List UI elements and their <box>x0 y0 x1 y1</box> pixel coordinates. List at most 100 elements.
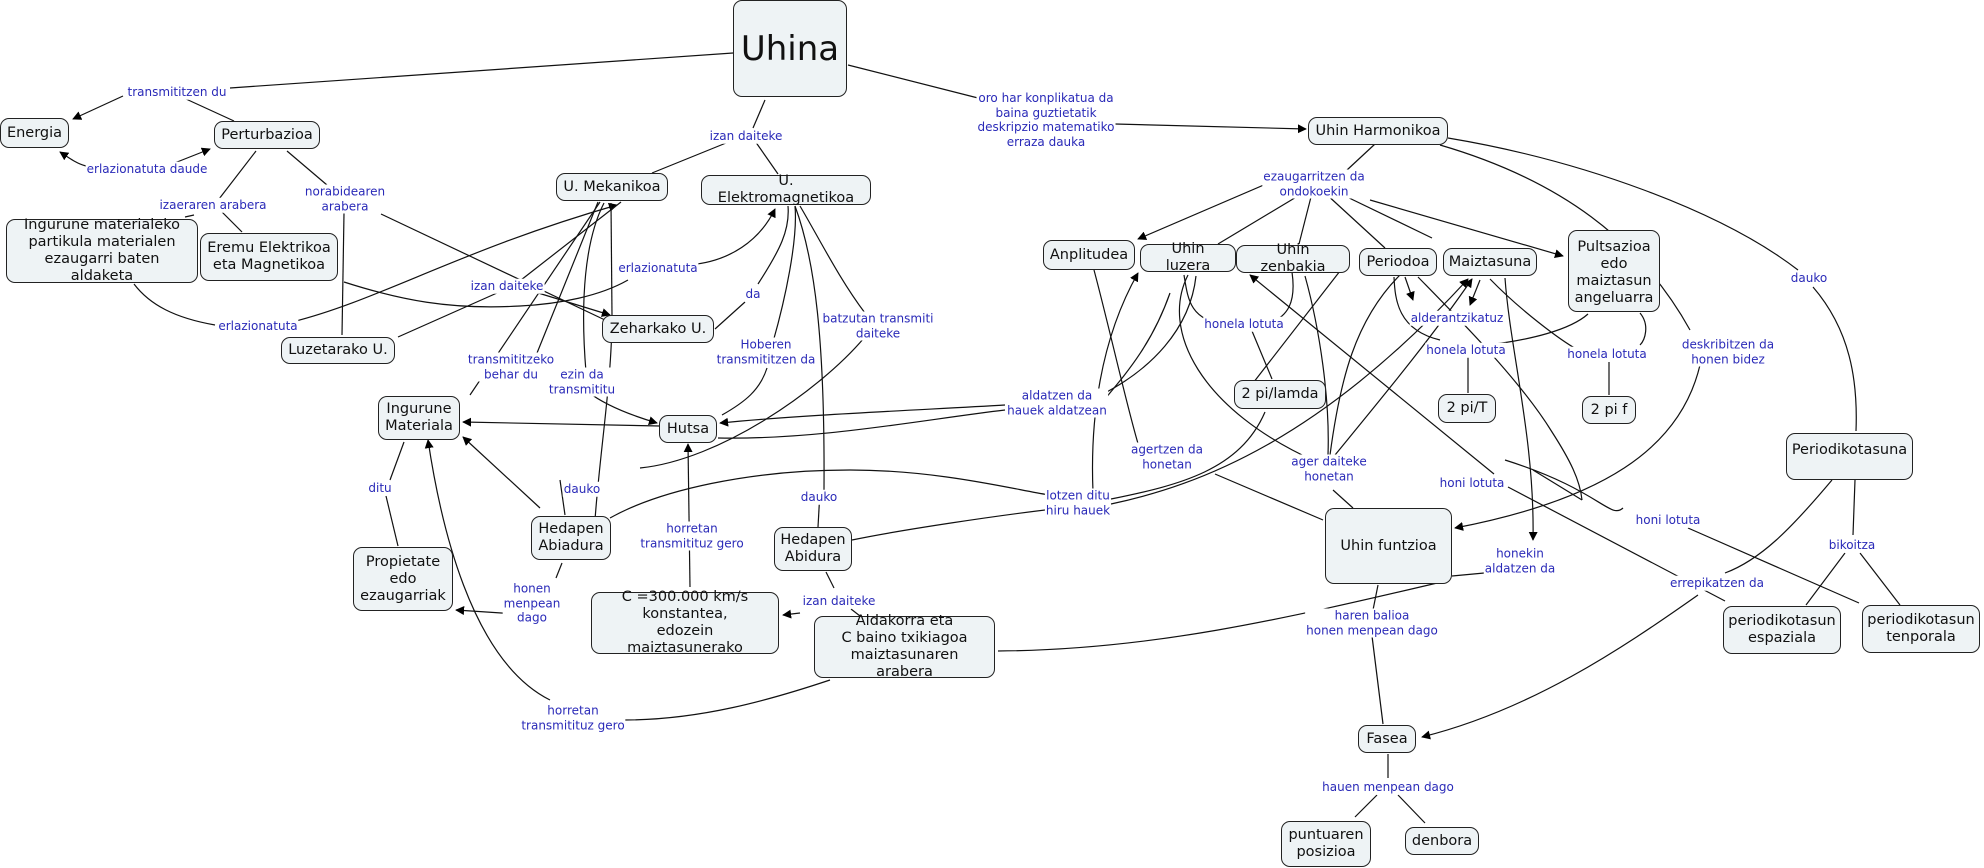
concept-uhin-zenbakia[interactable]: Uhin zenbakia <box>1236 242 1350 275</box>
concept-ingurune-materiala[interactable]: Ingurune Materiala <box>378 396 460 440</box>
concept-pi-lamda[interactable]: 2 pi/lamda <box>1234 380 1326 409</box>
concept-maiztasuna[interactable]: Maiztasuna <box>1443 248 1537 276</box>
link-label-dauko-harm: dauko <box>1789 270 1829 286</box>
connection-line <box>850 608 861 617</box>
connection-line <box>1812 286 1857 432</box>
connection-line <box>1805 552 1846 606</box>
connection-line <box>555 562 563 579</box>
link-label-norabidearen-arabera: norabidearen arabera <box>303 184 387 214</box>
connection-line <box>851 507 1063 541</box>
connection-line <box>847 64 979 99</box>
link-label-izaeraren-arabera: izaeraren arabera <box>158 197 268 213</box>
connection-line <box>1859 552 1901 606</box>
connection-line <box>1504 277 1538 541</box>
connection-line <box>1298 192 1313 245</box>
concept-eremu[interactable]: Eremu Elektrikoa eta Magnetikoa <box>200 233 338 281</box>
concept-pi-t[interactable]: 2 pi/T <box>1438 394 1496 423</box>
connection-line <box>133 283 216 326</box>
link-label-errepikatzen: errepikatzen da <box>1669 575 1765 591</box>
connection-line <box>385 495 399 547</box>
concept-pi-f[interactable]: 2 pi f <box>1582 396 1636 424</box>
concept-elektromagnetikoa[interactable]: U. Elektromagnetikoa <box>701 173 871 206</box>
connection-line <box>1217 192 1304 245</box>
link-label-erlazionatuta-daude: erlazionatuta daude <box>85 161 209 177</box>
concept-ingurune-partikula[interactable]: Ingurune materialeko partikula materiale… <box>6 217 198 284</box>
connection-line <box>997 579 1451 652</box>
link-label-honen-menpean: honen menpean dago <box>502 581 562 625</box>
link-label-honela-lotuta-1: honela lotuta <box>1203 316 1285 332</box>
concept-hedapen-abiadura[interactable]: Hedapen Abiadura <box>531 516 611 560</box>
concept-uhina[interactable]: Uhina <box>733 0 847 97</box>
concept-energia[interactable]: Energia <box>0 118 69 148</box>
connection-line <box>220 210 243 233</box>
connection-line <box>1447 137 1799 271</box>
concept-periodikotasuna[interactable]: Periodikotasuna <box>1786 433 1913 480</box>
connection-line <box>1393 276 1441 341</box>
concept-c-konstantea[interactable]: C =300.000 km/s konstantea, edozein maiz… <box>591 589 779 656</box>
link-label-izan-daiteke: izan daiteke <box>708 128 784 144</box>
connection-line <box>462 417 661 427</box>
connection-line <box>1093 269 1141 451</box>
connection-line <box>1532 469 1583 501</box>
connection-line <box>1110 278 1469 505</box>
link-label-horretan-2: horretan transmitituz gero <box>520 703 626 733</box>
connection-line <box>651 140 732 174</box>
connection-line <box>794 205 825 491</box>
connection-line <box>286 150 328 186</box>
connection-line <box>520 201 622 281</box>
connection-line <box>609 469 1062 519</box>
connection-line <box>687 208 776 266</box>
connection-line <box>717 409 1006 439</box>
connection-line <box>341 212 345 336</box>
concept-harmonikoa[interactable]: Uhin Harmonikoa <box>1308 117 1448 145</box>
concept-mekanikoa[interactable]: U. Mekanikoa <box>556 173 668 201</box>
connection-line <box>559 479 566 516</box>
connection-line <box>389 441 405 481</box>
concept-posizioa[interactable]: puntuaren posizioa <box>1281 821 1371 867</box>
concept-hutsa[interactable]: Hutsa <box>659 415 717 443</box>
concept-denbora[interactable]: denbora <box>1405 827 1479 855</box>
connection-line <box>184 214 195 218</box>
connection-line <box>757 205 789 285</box>
concept-zeharkako[interactable]: Zeharkako U. <box>602 315 714 343</box>
link-label-izan-daiteke-hed: izan daiteke <box>801 593 877 609</box>
connection-line <box>1371 635 1384 725</box>
concept-periodoa[interactable]: Periodoa <box>1359 248 1437 276</box>
link-label-honi-lotuta-1: honi lotuta <box>1438 475 1506 491</box>
concept-tenporala[interactable]: periodikotasun tenporala <box>1862 605 1980 653</box>
connection-line <box>1304 275 1329 456</box>
connection-line <box>1504 459 1624 512</box>
link-label-ezaugarritzen: ezaugarritzen da ondokoekin <box>1262 169 1366 199</box>
connection-line <box>1421 594 1699 740</box>
connection-line <box>1852 479 1856 536</box>
connection-line <box>1344 195 1433 239</box>
connection-line <box>782 609 801 619</box>
link-label-aldatzen-da: aldatzen da hauek aldatzean <box>1006 388 1108 418</box>
link-label-hoberen: Hoberen transmititzen da <box>715 337 817 367</box>
link-label-honela-lotuta-2: honela lotuta <box>1425 342 1507 358</box>
concept-perturbazioa[interactable]: Perturbazioa <box>214 121 320 149</box>
concept-pultsazioa[interactable]: Pultsazioa edo maiztasun angeluarra <box>1568 230 1660 312</box>
concept-anplitudea[interactable]: Anplitudea <box>1043 240 1135 270</box>
connection-line <box>1334 278 1473 456</box>
link-label-bikoitza: bikoitza <box>1827 537 1877 553</box>
connection-line <box>825 571 835 589</box>
connection-line <box>343 279 629 308</box>
connection-line <box>72 95 124 120</box>
connection-line <box>1346 143 1376 171</box>
concept-fasea[interactable]: Fasea <box>1358 725 1416 753</box>
link-label-agertzen-da: agertzen da honetan <box>1129 442 1205 472</box>
connection-line <box>752 99 766 129</box>
concept-aldakorra[interactable]: Aldakorra eta C baino txikiagoa maiztasu… <box>814 613 995 680</box>
concept-uhin-funtzioa[interactable]: Uhin funtzioa <box>1325 508 1452 584</box>
concept-hedapen-abidura[interactable]: Hedapen Abidura <box>774 527 852 571</box>
connection-line <box>772 205 797 343</box>
connection-line <box>1251 330 1273 380</box>
link-label-batzutan: batzutan transmiti daiteke <box>821 311 935 341</box>
link-label-ditu: ditu <box>367 480 393 496</box>
concept-luzetarako[interactable]: Luzetarako U. <box>281 337 395 364</box>
concept-uhin-luzera[interactable]: Uhin luzera <box>1140 241 1236 274</box>
concept-espaziala[interactable]: periodikotasun espaziala <box>1723 606 1841 654</box>
concept-propietate[interactable]: Propietate edo ezaugarriak <box>353 547 453 611</box>
link-label-alderantzikatuz: alderantzikatuz <box>1409 310 1505 326</box>
